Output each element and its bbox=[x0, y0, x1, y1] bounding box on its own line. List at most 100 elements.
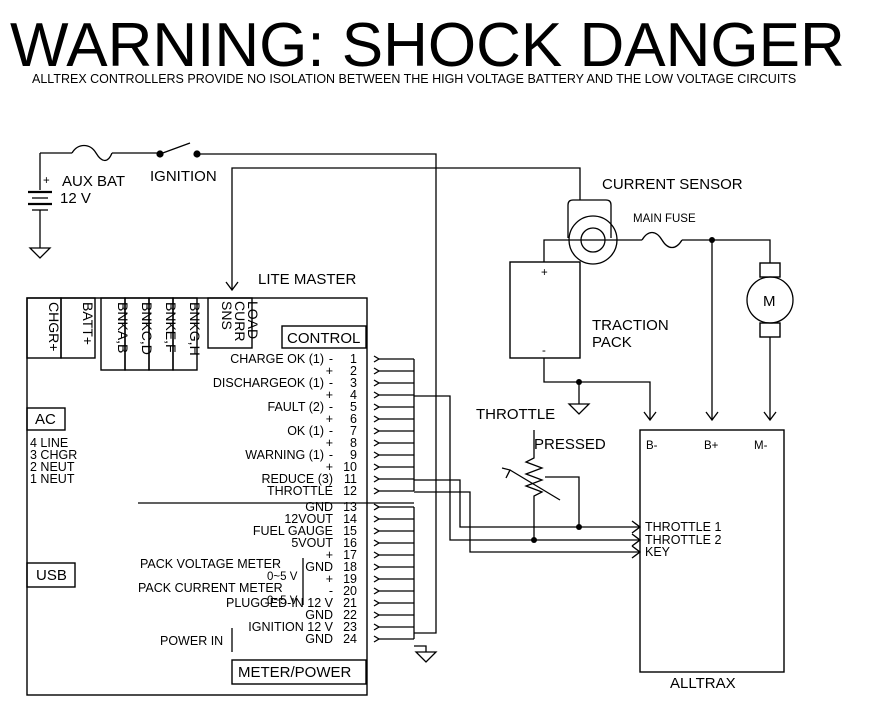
load-curr-sns-label-2: SNS bbox=[219, 301, 235, 330]
pin-6-number: 6 bbox=[350, 412, 357, 426]
pin-3-chevron bbox=[373, 379, 381, 387]
pin-22-chevron bbox=[373, 611, 381, 619]
pin-17-label: + bbox=[326, 548, 333, 562]
pin-22-label: GND bbox=[305, 608, 333, 622]
alltrax-input-throttle-1: THROTTLE 1 bbox=[645, 520, 721, 534]
alltrax-input-throttle-2: THROTTLE 2 bbox=[645, 533, 721, 547]
pin-14-chevron bbox=[373, 515, 381, 523]
pin-4-number: 4 bbox=[350, 388, 357, 402]
bnk-c-d-label: BNKC,D bbox=[139, 302, 155, 355]
pin-2-chevron bbox=[373, 367, 381, 375]
pin-3-label: DISCHARGEOK (1) bbox=[213, 376, 324, 390]
pin-24-chevron bbox=[373, 635, 381, 643]
pin-19-number: 19 bbox=[343, 572, 357, 586]
aux-battery: + AUX BAT 12 V bbox=[28, 153, 125, 259]
pin-9-label: WARNING (1) bbox=[245, 448, 324, 462]
pin-12-label: THROTTLE bbox=[267, 484, 333, 498]
bnk-g-h-connector bbox=[172, 297, 198, 371]
aux-fuse bbox=[71, 144, 113, 162]
pin-18-chevron bbox=[373, 563, 381, 571]
traction-pack-label-2: PACK bbox=[592, 334, 632, 351]
main-fuse-label: MAIN FUSE bbox=[633, 213, 696, 225]
pin-7-polarity: - bbox=[329, 424, 333, 438]
ac-pin-2: 2 NEUT bbox=[30, 460, 75, 474]
pin-6-chevron bbox=[373, 415, 381, 423]
pin-8-polarity: + bbox=[326, 436, 333, 450]
usb-connector bbox=[26, 562, 76, 588]
pack-voltage-range: 0~5 V bbox=[267, 571, 298, 583]
pin-21-label: PLUGGED-IN 12 V bbox=[226, 596, 334, 610]
motor-label: M bbox=[763, 293, 776, 310]
pin-5-number: 5 bbox=[350, 400, 357, 414]
ignition-switch bbox=[159, 142, 191, 155]
load-sense-arrow bbox=[225, 281, 239, 292]
pin-20-number: 20 bbox=[343, 584, 357, 598]
pin-1-chevron bbox=[373, 355, 381, 363]
pin-15-number: 15 bbox=[343, 524, 357, 538]
current-sensor bbox=[567, 199, 618, 265]
pin-7-chevron bbox=[373, 427, 381, 435]
pin-16-label: 5VOUT bbox=[291, 536, 333, 550]
aux-battery-plus: + bbox=[43, 175, 50, 187]
pin-8-chevron bbox=[373, 439, 381, 447]
pin-12-number: 12 bbox=[343, 484, 357, 498]
pin-20-label: - bbox=[329, 584, 333, 598]
pin-6-polarity: + bbox=[326, 412, 333, 426]
pin-2-number: 2 bbox=[350, 364, 357, 378]
ac-pin-3: 3 CHGR bbox=[30, 448, 77, 462]
pin-23-number: 23 bbox=[343, 620, 357, 634]
current-sensor-label: CURRENT SENSOR bbox=[602, 176, 743, 193]
pack-current-range: 0~5 V bbox=[267, 595, 298, 607]
bnk-e-f-label: BNKE,F bbox=[163, 302, 179, 353]
pin-4-polarity: + bbox=[326, 388, 333, 402]
traction-pack-label: TRACTION bbox=[592, 317, 669, 334]
alltrax-terminal-b-plus: B+ bbox=[704, 440, 719, 452]
traction-pack: + - bbox=[509, 261, 581, 359]
chgr-plus-label: CHGR+ bbox=[46, 302, 62, 351]
ground-symbol-aux bbox=[28, 247, 52, 259]
pin-9-polarity: - bbox=[329, 448, 333, 462]
pin-1-polarity: - bbox=[329, 352, 333, 366]
pack-current-meter-label: PACK CURRENT METER bbox=[138, 581, 283, 595]
control-connector-label-box bbox=[281, 325, 367, 349]
ac-pin-4: 4 LINE bbox=[30, 436, 68, 450]
pin-13-label: GND bbox=[305, 500, 333, 514]
load-curr-sns-connector bbox=[207, 297, 253, 349]
pin-19-label: + bbox=[326, 572, 333, 586]
pin-3-number: 3 bbox=[350, 376, 357, 390]
pin-11-label: REDUCE (3) bbox=[261, 472, 333, 486]
alltrax-label: ALLTRAX bbox=[670, 675, 736, 692]
pin-8-number: 8 bbox=[350, 436, 357, 450]
warning-title: WARNING: SHOCK DANGER bbox=[10, 11, 845, 80]
load-curr-sns-label-0: LOAD bbox=[245, 301, 261, 339]
alltrax-terminal-b-minus: B- bbox=[646, 440, 658, 452]
alltrax-terminal-m-minus: M- bbox=[754, 440, 768, 452]
pin-12-chevron bbox=[373, 487, 381, 495]
ignition-label: IGNITION bbox=[150, 168, 217, 185]
pin-13-number: 13 bbox=[343, 500, 357, 514]
pin-7-number: 7 bbox=[350, 424, 357, 438]
meter-power-label: METER/POWER bbox=[238, 664, 352, 681]
pin-4-chevron bbox=[373, 391, 381, 399]
batt-plus-connector bbox=[60, 297, 96, 359]
pin-24-number: 24 bbox=[343, 632, 357, 646]
pin-stub-wires bbox=[373, 355, 415, 643]
alltrax-controller: B- B+ M- THROTTLE 1 THROTTLE 2 KEY ALLTR… bbox=[639, 429, 785, 692]
pin-20-chevron bbox=[373, 587, 381, 595]
pin-11-chevron bbox=[373, 475, 381, 483]
pin-22-number: 22 bbox=[343, 608, 357, 622]
motor: M bbox=[746, 262, 794, 338]
alltrax-input-key: KEY bbox=[645, 545, 671, 559]
pin-10-number: 10 bbox=[343, 460, 357, 474]
pin-15-chevron bbox=[373, 527, 381, 535]
pin-18-label: GND bbox=[305, 560, 333, 574]
traction-pack-plus: + bbox=[541, 267, 548, 279]
throttle-label: THROTTLE bbox=[476, 406, 555, 423]
pin-15-label: FUEL GAUGE bbox=[253, 524, 333, 538]
throttle-pot bbox=[501, 430, 580, 540]
pin-9-chevron bbox=[373, 451, 381, 459]
pack-voltage-meter-label: PACK VOLTAGE METER bbox=[140, 557, 281, 571]
warning-subtitle: ALLTREX CONTROLLERS PROVIDE NO ISOLATION… bbox=[32, 72, 796, 86]
pin-21-chevron bbox=[373, 599, 381, 607]
